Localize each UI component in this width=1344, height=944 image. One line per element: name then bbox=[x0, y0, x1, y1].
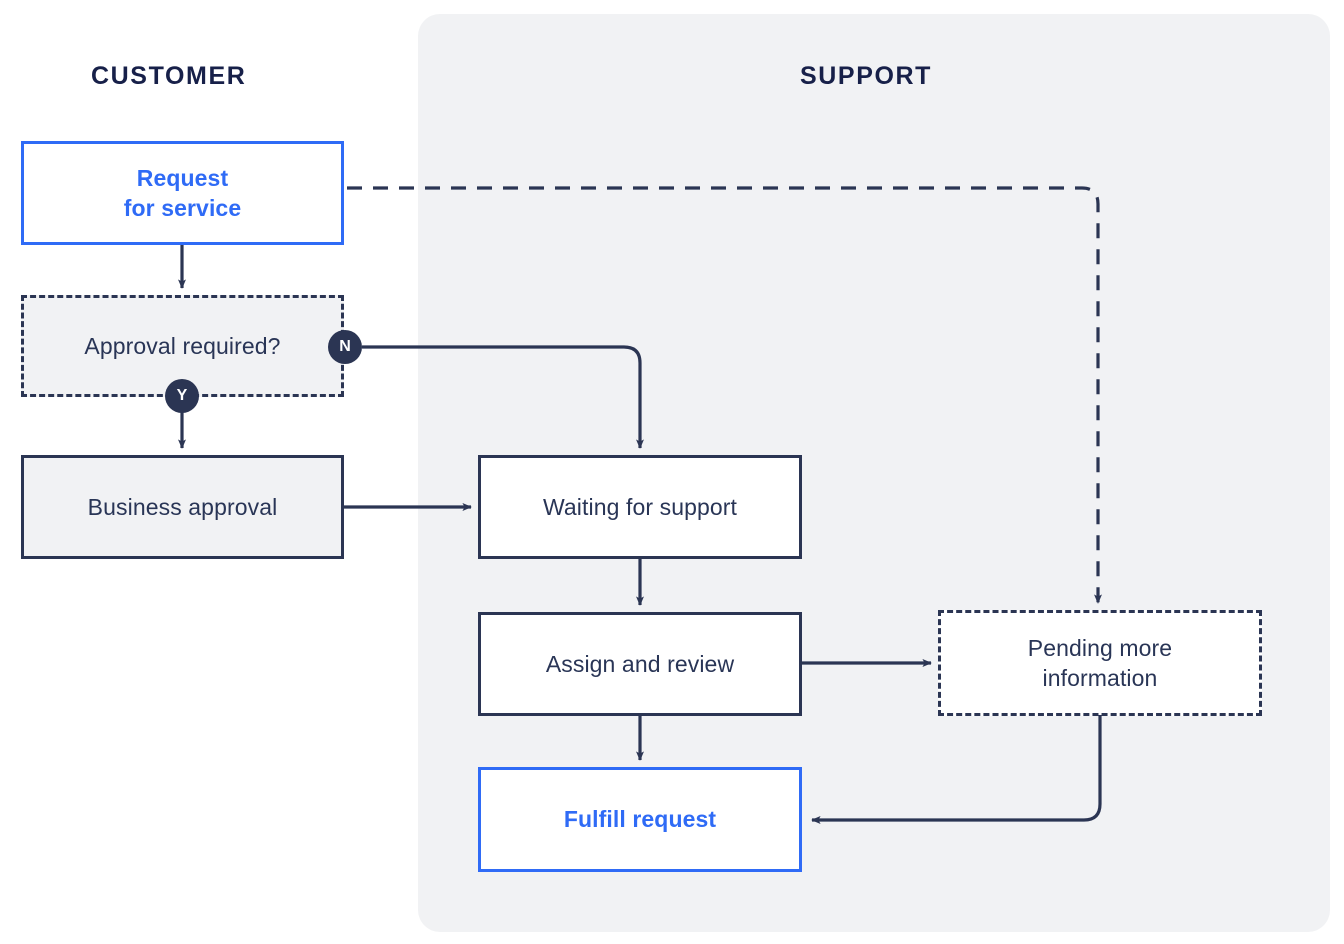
node-fulfill-request-label: Fulfill request bbox=[563, 806, 717, 833]
branch-badge-yes[interactable]: Y bbox=[165, 379, 199, 413]
branch-badge-yes-label: Y bbox=[176, 387, 188, 404]
node-fulfill-request[interactable]: Fulfill request bbox=[478, 767, 802, 872]
node-waiting-for-support-label: Waiting for support bbox=[542, 493, 738, 520]
node-business-approval-label: Business approval bbox=[87, 493, 278, 520]
node-pending-more-information[interactable]: Pending more information bbox=[938, 610, 1262, 716]
node-request-for-service-line2: for service bbox=[123, 195, 242, 221]
node-request-for-service-line1: Request bbox=[136, 164, 229, 191]
node-assign-and-review[interactable]: Assign and review bbox=[478, 612, 802, 716]
lane-title-support: SUPPORT bbox=[800, 62, 933, 90]
node-pending-more-information-line2: information bbox=[1042, 665, 1158, 691]
node-approval-required-label: Approval required? bbox=[84, 332, 281, 359]
node-request-for-service[interactable]: Request for service bbox=[21, 141, 344, 245]
node-waiting-for-support[interactable]: Waiting for support bbox=[478, 455, 802, 559]
branch-badge-no[interactable]: N bbox=[328, 330, 362, 364]
node-assign-and-review-label: Assign and review bbox=[545, 650, 735, 677]
branch-badge-no-label: N bbox=[339, 338, 351, 355]
lane-title-customer: CUSTOMER bbox=[91, 62, 247, 90]
node-business-approval[interactable]: Business approval bbox=[21, 455, 344, 559]
node-pending-more-information-line1: Pending more bbox=[1027, 634, 1173, 661]
